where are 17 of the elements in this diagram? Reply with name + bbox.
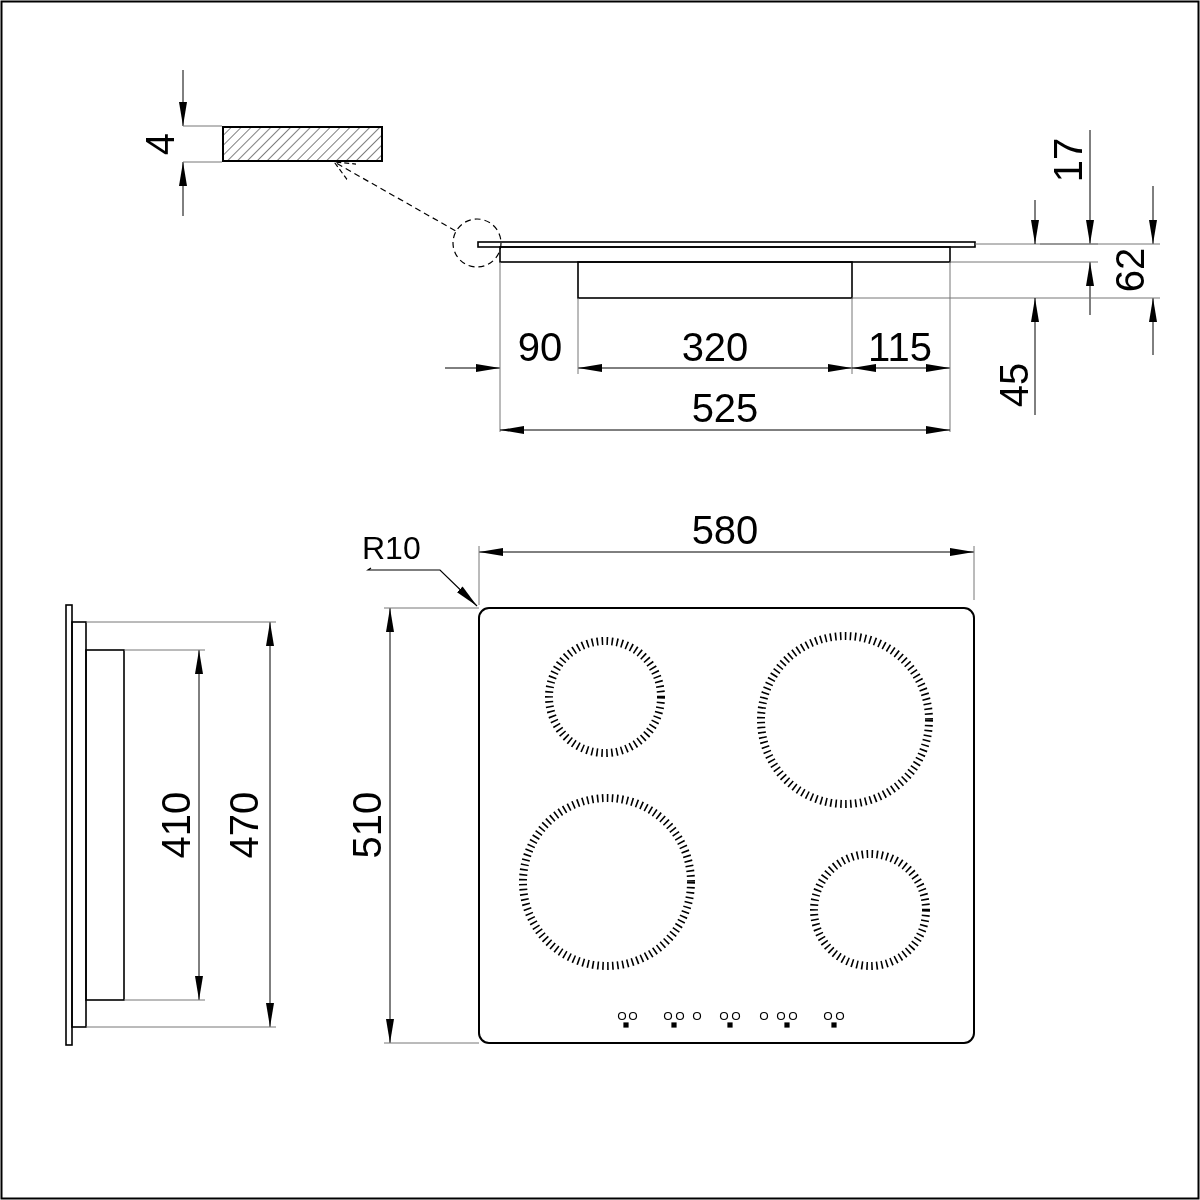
dimension-value: 510: [347, 791, 387, 859]
dimension-value: 580: [691, 510, 759, 550]
dimension-value: 525: [691, 388, 759, 428]
leader-line: [366, 567, 478, 607]
dimension-value: 4: [140, 132, 180, 156]
arrow: [333, 161, 456, 232]
dimension-value: 62: [1110, 247, 1150, 293]
hatched-section-drawing: [222, 126, 383, 162]
dimension-value: 90: [517, 327, 563, 367]
dimension-value: 410: [156, 791, 196, 859]
dimension-value: 470: [224, 791, 264, 859]
dimension-value: 45: [994, 362, 1034, 408]
radius-value: R10: [362, 532, 422, 564]
dimension-value: 17: [1048, 137, 1088, 183]
dimension-value: 115: [868, 327, 932, 367]
detail-circle: [452, 218, 502, 268]
dimension-value: 320: [681, 327, 749, 367]
